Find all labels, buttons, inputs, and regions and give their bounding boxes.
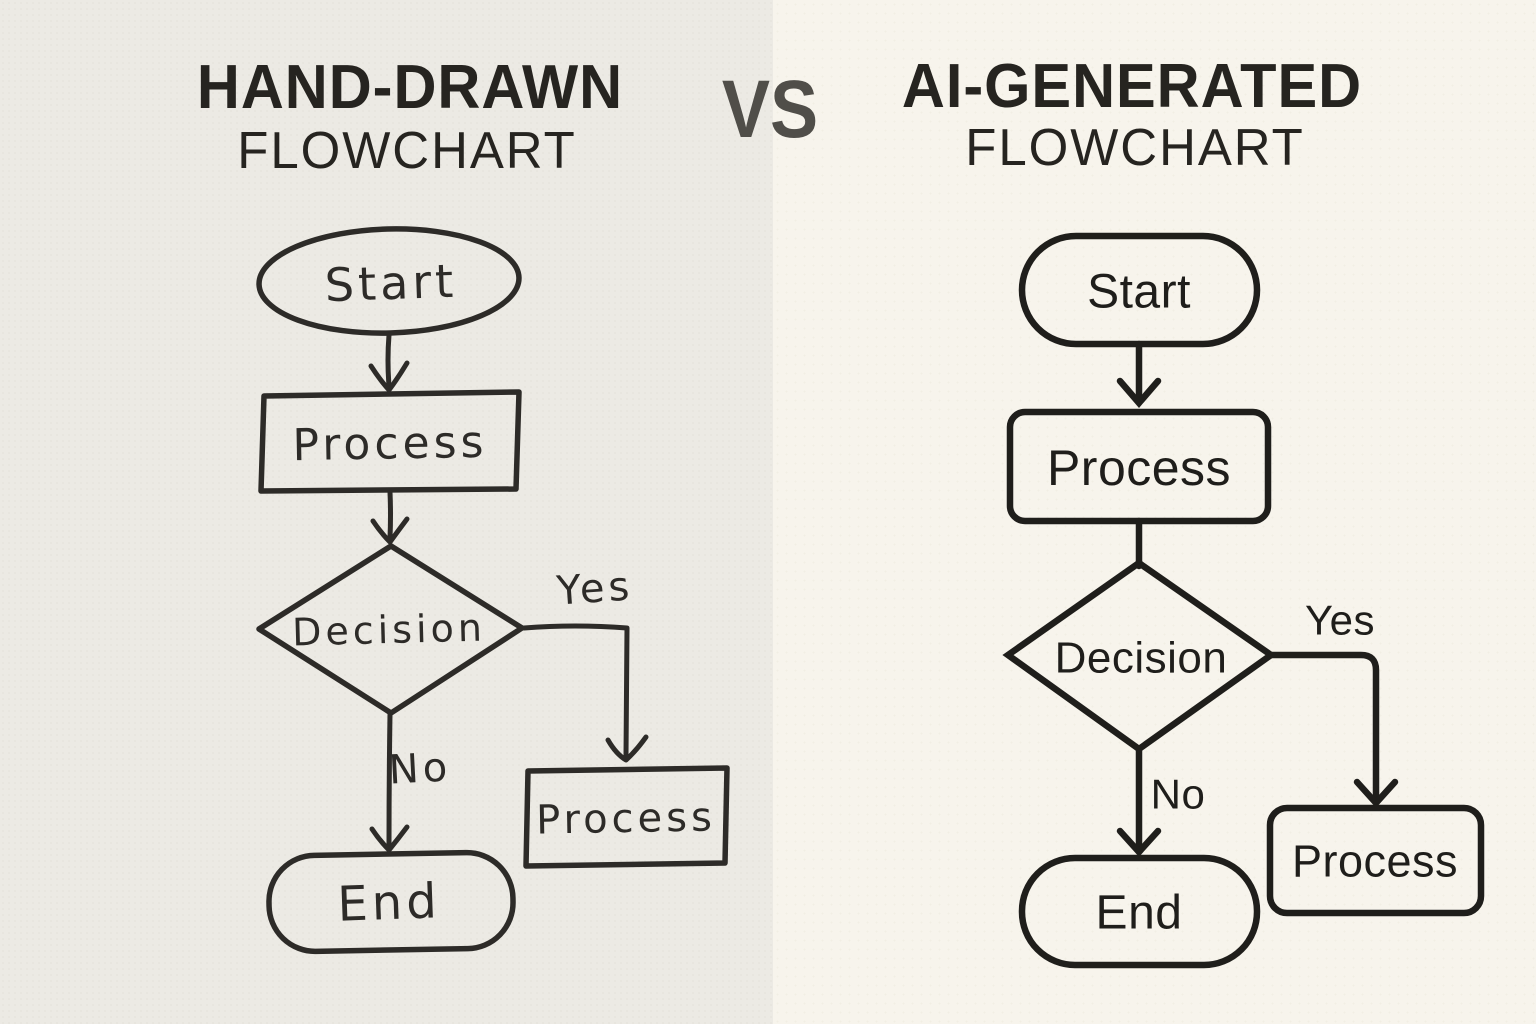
versus-label: VS	[721, 64, 819, 155]
left-edge-process-to-decision	[387, 489, 393, 541]
left-end-label: End	[336, 873, 441, 933]
left-decision-label: Decision	[292, 605, 487, 654]
left-edge-start-to-process	[385, 332, 392, 389]
left-process1-label: Process	[292, 417, 488, 471]
left-subheading: FLOWCHART	[237, 122, 577, 180]
left-arrowhead-yes	[605, 734, 649, 763]
left-process2-label: Process	[536, 794, 717, 843]
left-heading: HAND-DRAWN	[196, 53, 624, 122]
left-arrowhead-process-to-decision	[370, 516, 410, 545]
left-process2-shape	[523, 765, 730, 869]
right-process2-label: Process	[1292, 836, 1458, 887]
left-yes-label: Yes	[554, 563, 635, 614]
right-arrowhead-yes	[1353, 778, 1399, 808]
right-start-label: Start	[1087, 266, 1191, 319]
right-heading: AI-GENERATED	[901, 52, 1363, 121]
left-start-label: Start	[324, 254, 458, 313]
right-arrowhead-start-to-process	[1116, 377, 1162, 408]
right-end-terminator-shape	[1018, 854, 1261, 969]
paper-background-right	[773, 0, 1536, 1024]
paper-background-left	[0, 0, 773, 1024]
right-subheading: FLOWCHART	[965, 119, 1305, 177]
right-no-label: No	[1151, 771, 1206, 818]
right-edge-yes	[1268, 651, 1380, 804]
right-process1-label: Process	[1047, 440, 1231, 496]
right-process2-shape	[1266, 804, 1485, 917]
left-process1-shape	[258, 389, 522, 494]
right-arrowhead-no	[1116, 827, 1162, 857]
left-edge-no	[386, 711, 393, 849]
left-edge-yes	[521, 623, 630, 759]
right-decision-label: Decision	[1055, 634, 1228, 683]
right-yes-label: Yes	[1305, 597, 1375, 644]
hand-drawn-flowchart: Start Process Decision Yes Process No	[256, 226, 730, 955]
ai-generated-flowchart: Start Process Decision Yes Process No	[1002, 232, 1485, 969]
left-arrowhead-start-to-process	[368, 360, 410, 393]
left-end-terminator-shape	[266, 849, 516, 955]
left-arrowhead-no	[369, 824, 410, 853]
left-no-label: No	[388, 744, 453, 793]
right-end-label: End	[1096, 887, 1183, 940]
